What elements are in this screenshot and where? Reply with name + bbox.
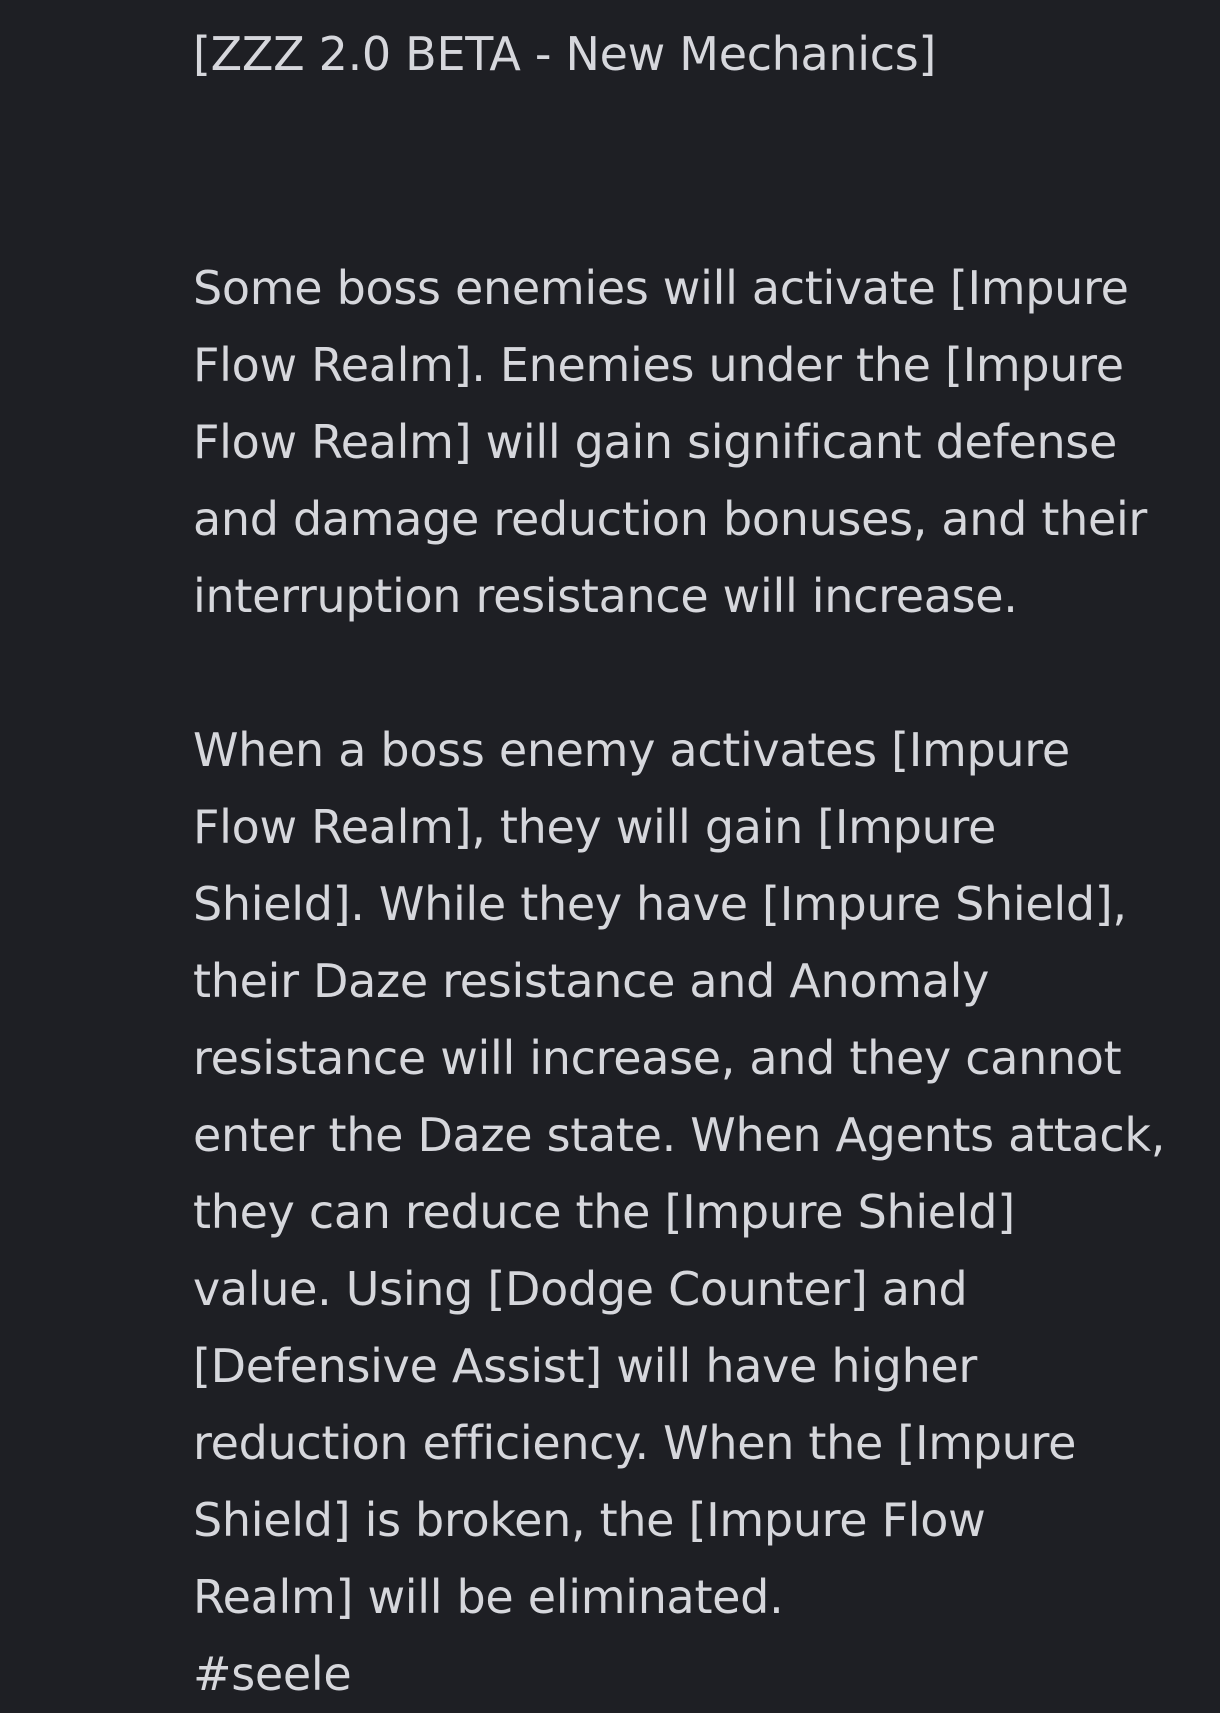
message-paragraph-2: When a boss enemy activates [Impure Flow… [193, 712, 1193, 1636]
paragraph-line: resistance will increase, and they canno… [193, 1031, 1122, 1085]
paragraph-line: Flow Realm] will gain significant defens… [193, 415, 1117, 469]
hashtag-link[interactable]: #seele [193, 1647, 352, 1701]
paragraph-line: Flow Realm], they will gain [Impure [193, 800, 997, 854]
paragraph-line: Shield] is broken, the [Impure Flow [193, 1493, 986, 1547]
paragraph-line: and damage reduction bonuses, and their [193, 492, 1148, 546]
paragraph-line: When a boss enemy activates [Impure [193, 723, 1070, 777]
message-paragraph-1: Some boss enemies will activate [Impure … [193, 250, 1193, 635]
paragraph-line: interruption resistance will increase. [193, 569, 1018, 623]
paragraph-line: [Defensive Assist] will have higher [193, 1339, 978, 1393]
paragraph-line: Realm] will be eliminated. [193, 1570, 784, 1624]
paragraph-line: Flow Realm]. Enemies under the [Impure [193, 338, 1124, 392]
message-content: [ZZZ 2.0 BETA - New Mechanics] Some boss… [193, 20, 1193, 1713]
paragraph-line: enter the Daze state. When Agents attack… [193, 1108, 1166, 1162]
paragraph-line: value. Using [Dodge Counter] and [193, 1262, 968, 1316]
paragraph-line: they can reduce the [Impure Shield] [193, 1185, 1015, 1239]
paragraph-line: Shield]. While they have [Impure Shield]… [193, 877, 1127, 931]
paragraph-line: reduction efficiency. When the [Impure [193, 1416, 1077, 1470]
paragraph-line: Some boss enemies will activate [Impure [193, 261, 1129, 315]
paragraph-line: their Daze resistance and Anomaly [193, 954, 990, 1008]
message-title: [ZZZ 2.0 BETA - New Mechanics] [193, 27, 937, 81]
